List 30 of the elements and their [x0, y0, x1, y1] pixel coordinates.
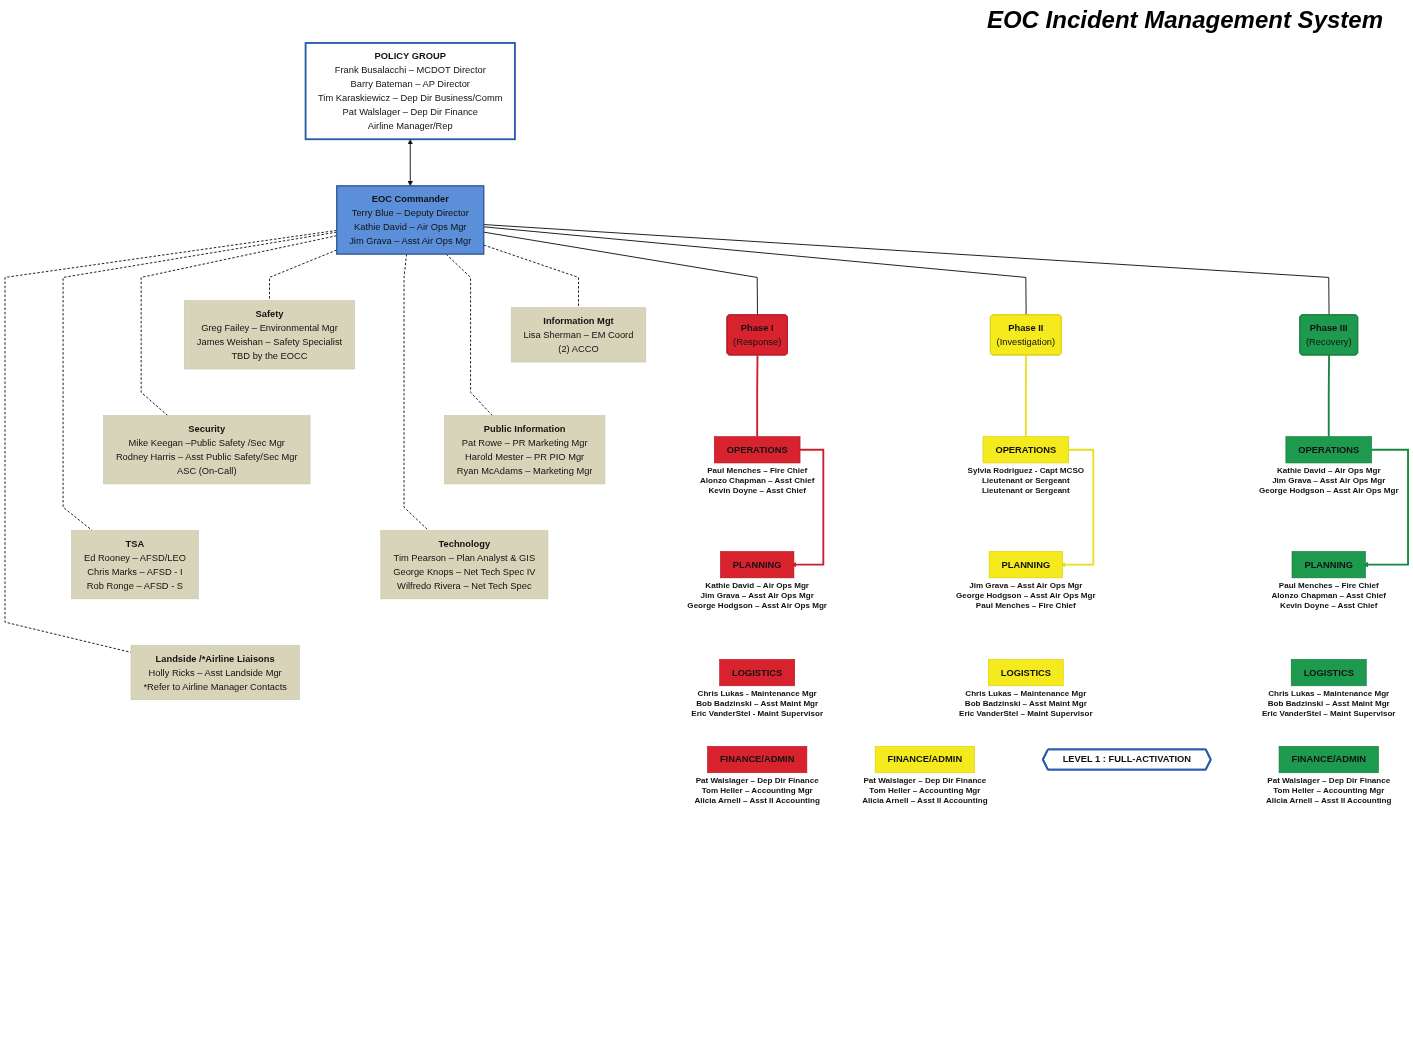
- node-box: OPERATIONS: [982, 436, 1070, 464]
- node-box: FINANCE/ADMIN: [707, 746, 808, 774]
- node-box: Information Mgt Lisa Sherman – EM Coord (2) ACCO: [510, 307, 647, 363]
- node-box: LOGISTICS: [719, 659, 795, 687]
- node-box: OPERATIONS: [714, 436, 801, 464]
- node-box: Security Mike Keegan –Public Safety /Sec Mgr Rodney Harris – Asst Public Safety/Sec Mgr ASC (On-Call): [103, 415, 311, 485]
- node-box: POLICY GROUP Frank Busalacchi – MCDOT Director Barry Bateman – AP Director Tim Karaskiewicz – Dep Dir Business/Comm Pat Walslager – Dep Dir Finance Airline Manager/Rep: [304, 42, 516, 141]
- connector: [1327, 354, 1330, 438]
- node-box: TSA Ed Rooney – AFSD/LEO Chris Marks – AFSD - I Rob Ronge – AFSD - S: [71, 530, 199, 600]
- node-box: FINANCE/ADMIN: [874, 746, 975, 774]
- node-box: FINANCE/ADMIN: [1278, 746, 1379, 774]
- connector: [483, 244, 579, 309]
- connector: [483, 231, 758, 316]
- node-box: PLANNING: [720, 551, 795, 579]
- connector: [483, 224, 1330, 316]
- node-box: Safety Greg Failey – Environmental Mgr James Weishan – Safety Specialist TBD by the EOCC: [184, 300, 355, 370]
- node-box: PLANNING: [1291, 551, 1366, 579]
- connector: [483, 226, 1027, 316]
- node-box: OPERATIONS: [1285, 436, 1372, 464]
- node-box: Public Information Pat Rowe – PR Marketing Mgr Harold Mester – PR PIO Mgr Ryan McAdams – Marketing Mgr: [444, 415, 606, 485]
- diagram-title: EOC Incident Management System: [985, 5, 1384, 35]
- node-box: LOGISTICS: [988, 659, 1064, 687]
- connector: [756, 354, 759, 438]
- connector: [1024, 354, 1028, 438]
- node-box: Landside /*Airline Liaisons Holly Ricks – Asst Landside Mgr *Refer to Airline Manager Contacts: [130, 645, 300, 701]
- connector: [403, 253, 429, 531]
- node-box: LOGISTICS: [1290, 659, 1367, 687]
- node-box: Technology Tim Pearson – Plan Analyst & GIS George Knops – Net Tech Spec IV Wilfredo Rivera – Net Tech Spec: [380, 530, 549, 600]
- node-box: PLANNING: [988, 551, 1063, 579]
- node-box: EOC Commander Terry Blue – Deputy Director Kathie David – Air Ops Mgr Jim Grava – Asst Air Ops Mgr: [336, 185, 485, 255]
